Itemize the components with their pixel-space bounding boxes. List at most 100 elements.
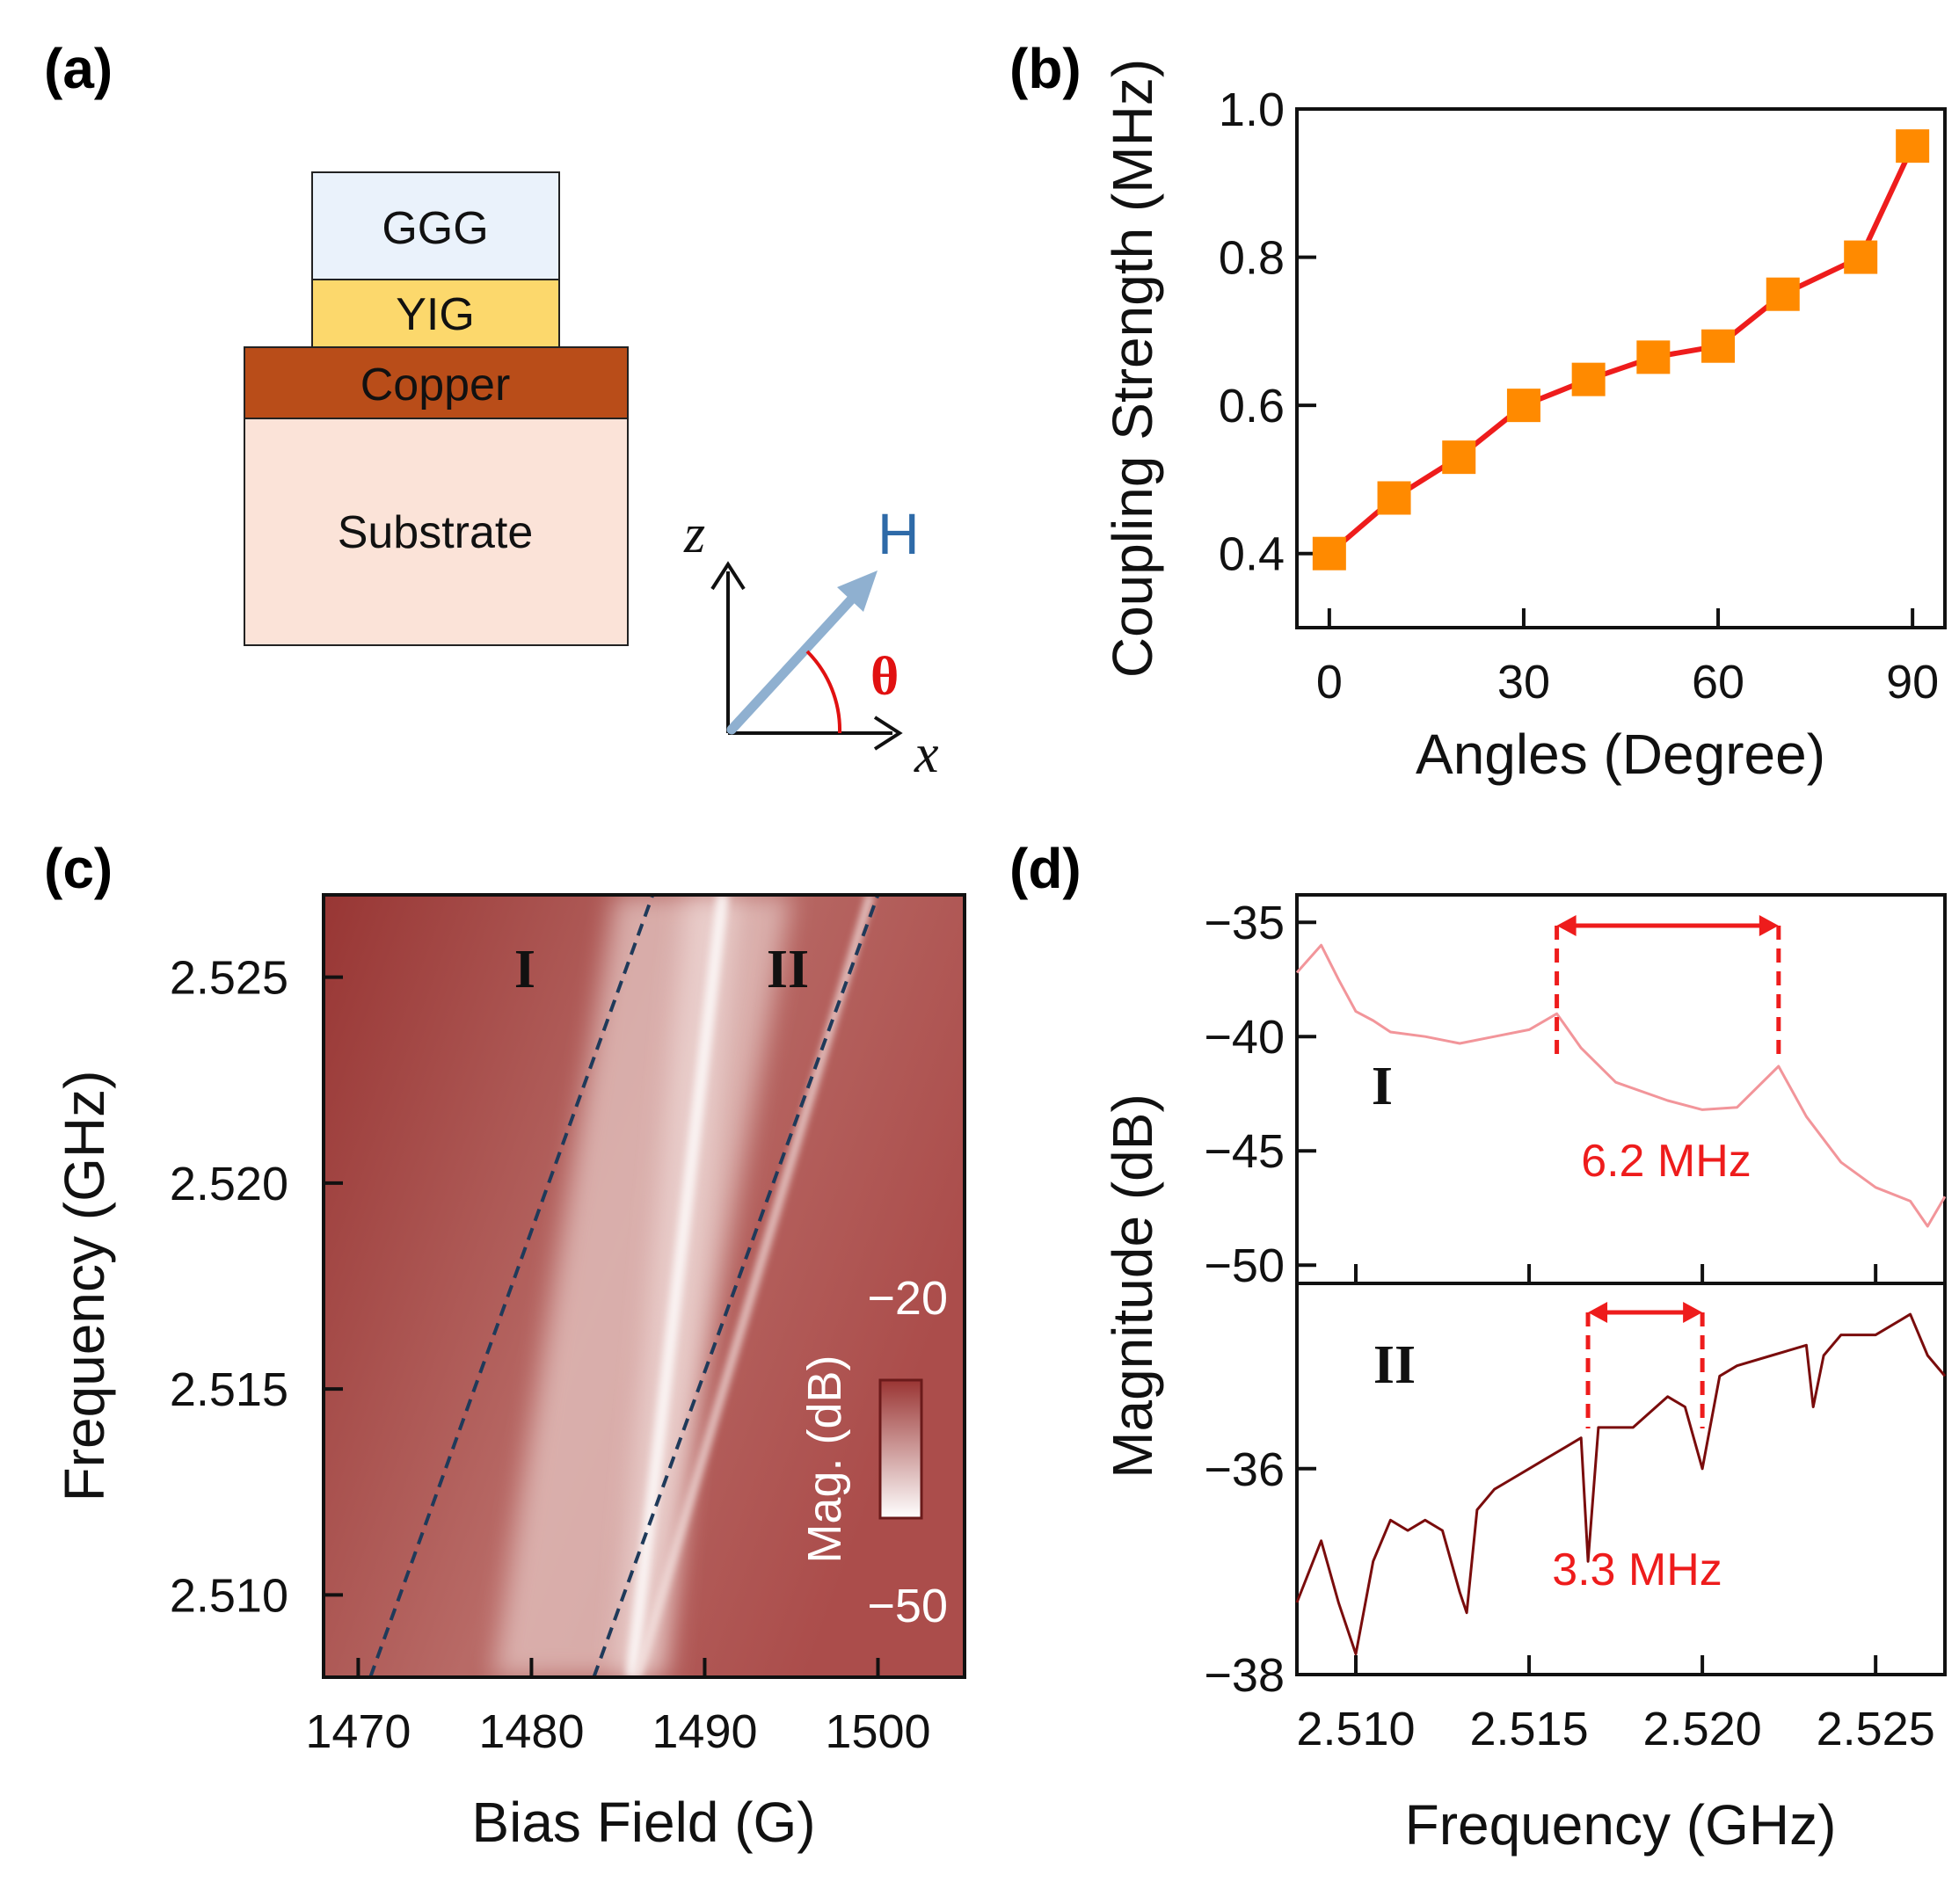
- plot-c-x-tick-label: 1500: [825, 1705, 930, 1758]
- plot-d-y-tick-label: −40: [1204, 1011, 1285, 1064]
- plot-d-y-tick-label: −38: [1204, 1649, 1285, 1702]
- plot-c-frame: [322, 893, 966, 1679]
- plot-d-spectrum-I: [1295, 943, 1947, 1228]
- plot-d-y-tick-label: −35: [1204, 897, 1285, 949]
- layer-copper-label: Copper: [360, 360, 511, 411]
- plot-c-x-tick-label: 1470: [305, 1705, 411, 1758]
- z-axis-arrowhead-icon: [710, 561, 746, 591]
- plot-b-x-tick-label: 30: [1497, 656, 1550, 709]
- x-axis-arrowhead-icon: [873, 716, 903, 751]
- plot-b-data-point: [1766, 277, 1800, 311]
- plot-c-x-ticks: 1470 1480 1490 1500: [305, 1658, 931, 1758]
- field-label: H: [878, 501, 920, 566]
- plot-b-x-ticks: 0 30 60 90: [1316, 608, 1939, 709]
- plot-d-x-tick-label: 2.515: [1469, 1703, 1588, 1755]
- angle-label: θ: [870, 647, 899, 707]
- plot-b-series: [1312, 129, 1930, 570]
- z-axis-label: z: [683, 505, 705, 564]
- panel-d-label-I: I: [1372, 1057, 1393, 1116]
- colorbar: [878, 1378, 923, 1520]
- plot-b-series-line: [1327, 144, 1915, 556]
- x-axis-label: x: [914, 724, 939, 784]
- annotation-arrowhead-right-icon: [1683, 1302, 1703, 1323]
- plot-d-y-tick-label: −45: [1204, 1125, 1285, 1178]
- plot-d-top-frame: [1295, 893, 1947, 1285]
- plot-c-y-tick-label: 2.520: [170, 1158, 288, 1210]
- plot-c-y-tick-label: 2.510: [170, 1569, 288, 1622]
- region-label-I: I: [514, 940, 535, 999]
- layer-yig-label: YIG: [396, 289, 475, 340]
- panel-label-a: (a): [44, 37, 113, 100]
- plot-c-y-tick-label: 2.515: [170, 1363, 288, 1416]
- layer-stack-diagram: GGG YIG Copper Substrate: [244, 171, 629, 646]
- plot-b-data-point: [1701, 329, 1736, 363]
- plot-b-data-point: [1377, 481, 1411, 515]
- plot-c-x-label: Bias Field (G): [471, 1791, 815, 1854]
- heatmap-dashed-line: [592, 895, 880, 1677]
- heatmap-dashed-lines: [368, 895, 880, 1677]
- magnitude-spectra-chart: 2.510 2.515 2.520 2.525 −35 −40 −45 −50 −36 −38 I…: [1101, 893, 1947, 1857]
- annotation-arrowhead-left-icon: [1556, 915, 1577, 936]
- layer-ggg: [311, 171, 560, 280]
- colorbar-min: −50: [867, 1580, 948, 1632]
- layer-ggg-label: GGG: [382, 203, 488, 254]
- plot-b-data-point: [1636, 340, 1671, 374]
- layer-yig: [311, 279, 560, 348]
- plot-b-data-point: [1571, 362, 1606, 396]
- coupling-strength-chart: 0.4 0.6 0.8 1.0 0 30 60 90 Angles (Degree) Cou…: [1101, 59, 1947, 786]
- plot-d-content: 2.510 2.515 2.520 2.525 −35 −40 −45 −50 −36 −38: [1204, 897, 1947, 1755]
- plot-b-y-ticks: 0.4 0.6 0.8 1.0: [1219, 84, 1316, 581]
- plot-b-y-tick-label: 0.4: [1219, 528, 1285, 581]
- angle-arc: [805, 650, 842, 734]
- field-arrowhead-icon: [837, 570, 878, 612]
- plot-c-y-tick-label: 2.525: [170, 952, 288, 1005]
- annotation-arrowhead-left-icon: [1588, 1302, 1608, 1323]
- plot-d-y-label: Magnitude (dB): [1101, 1094, 1164, 1479]
- plot-d-x-label: Frequency (GHz): [1405, 1793, 1837, 1857]
- plot-d-x-tick-label: 2.510: [1296, 1703, 1415, 1755]
- plot-c-y-label: Frequency (GHz): [53, 1071, 116, 1502]
- plot-c-y-ticks: 2.510 2.515 2.520 2.525: [170, 952, 343, 1622]
- plot-d-spectrum-II: [1295, 1312, 1947, 1656]
- colorbar-label: Mag. (dB): [798, 1355, 851, 1563]
- plot-b-frame: [1295, 107, 1947, 629]
- region-label-II: II: [767, 940, 809, 999]
- plot-b-data-point: [1312, 536, 1346, 570]
- heatmap-dashed-line: [368, 895, 655, 1677]
- plot-d-y-tick-label: −36: [1204, 1443, 1285, 1496]
- panel-label-b: (b): [1009, 37, 1081, 100]
- plot-b-data-point: [1442, 440, 1476, 475]
- plot-c-x-tick-label: 1480: [478, 1705, 584, 1758]
- plot-d-x-tick-label: 2.520: [1643, 1703, 1762, 1755]
- annotation-3-3-mhz: 3.3 MHz: [1552, 1544, 1722, 1595]
- heatmap-mode-line: [625, 895, 729, 1677]
- plot-c-x-tick-label: 1490: [652, 1705, 757, 1758]
- plot-b-x-tick-label: 90: [1886, 656, 1939, 709]
- plot-b-x-label: Angles (Degree): [1416, 723, 1825, 786]
- colorbar-max: −20: [867, 1272, 948, 1325]
- panel-d-label-II: II: [1373, 1335, 1416, 1395]
- coordinate-axes: z x H θ: [683, 501, 939, 784]
- plot-b-data-point: [1896, 129, 1930, 164]
- panel-label-d: (d): [1009, 837, 1081, 900]
- plot-b-y-tick-label: 1.0: [1219, 84, 1285, 136]
- field-vector: [726, 592, 858, 735]
- plot-b-y-tick-label: 0.6: [1219, 380, 1285, 432]
- plot-d-y-tick-label: −50: [1204, 1239, 1285, 1292]
- layer-substrate: [244, 418, 629, 646]
- plot-b-x-tick-label: 0: [1316, 656, 1343, 709]
- annotation-arrowhead-right-icon: [1759, 915, 1779, 936]
- plot-b-y-tick-label: 0.8: [1219, 232, 1285, 285]
- annotation-6-2-mhz: 6.2 MHz: [1581, 1136, 1751, 1187]
- plot-b-y-label: Coupling Strength (MHz): [1101, 59, 1164, 678]
- plot-b-data-point: [1506, 389, 1540, 423]
- plot-b-data-point: [1844, 240, 1878, 274]
- panel-label-c: (c): [44, 837, 113, 900]
- layer-copper: [244, 346, 629, 419]
- layer-substrate-label: Substrate: [338, 507, 534, 558]
- plot-d-bottom-frame: [1295, 1282, 1947, 1676]
- plot-b-x-tick-label: 60: [1692, 656, 1744, 709]
- plot-d-x-tick-label: 2.525: [1817, 1703, 1935, 1755]
